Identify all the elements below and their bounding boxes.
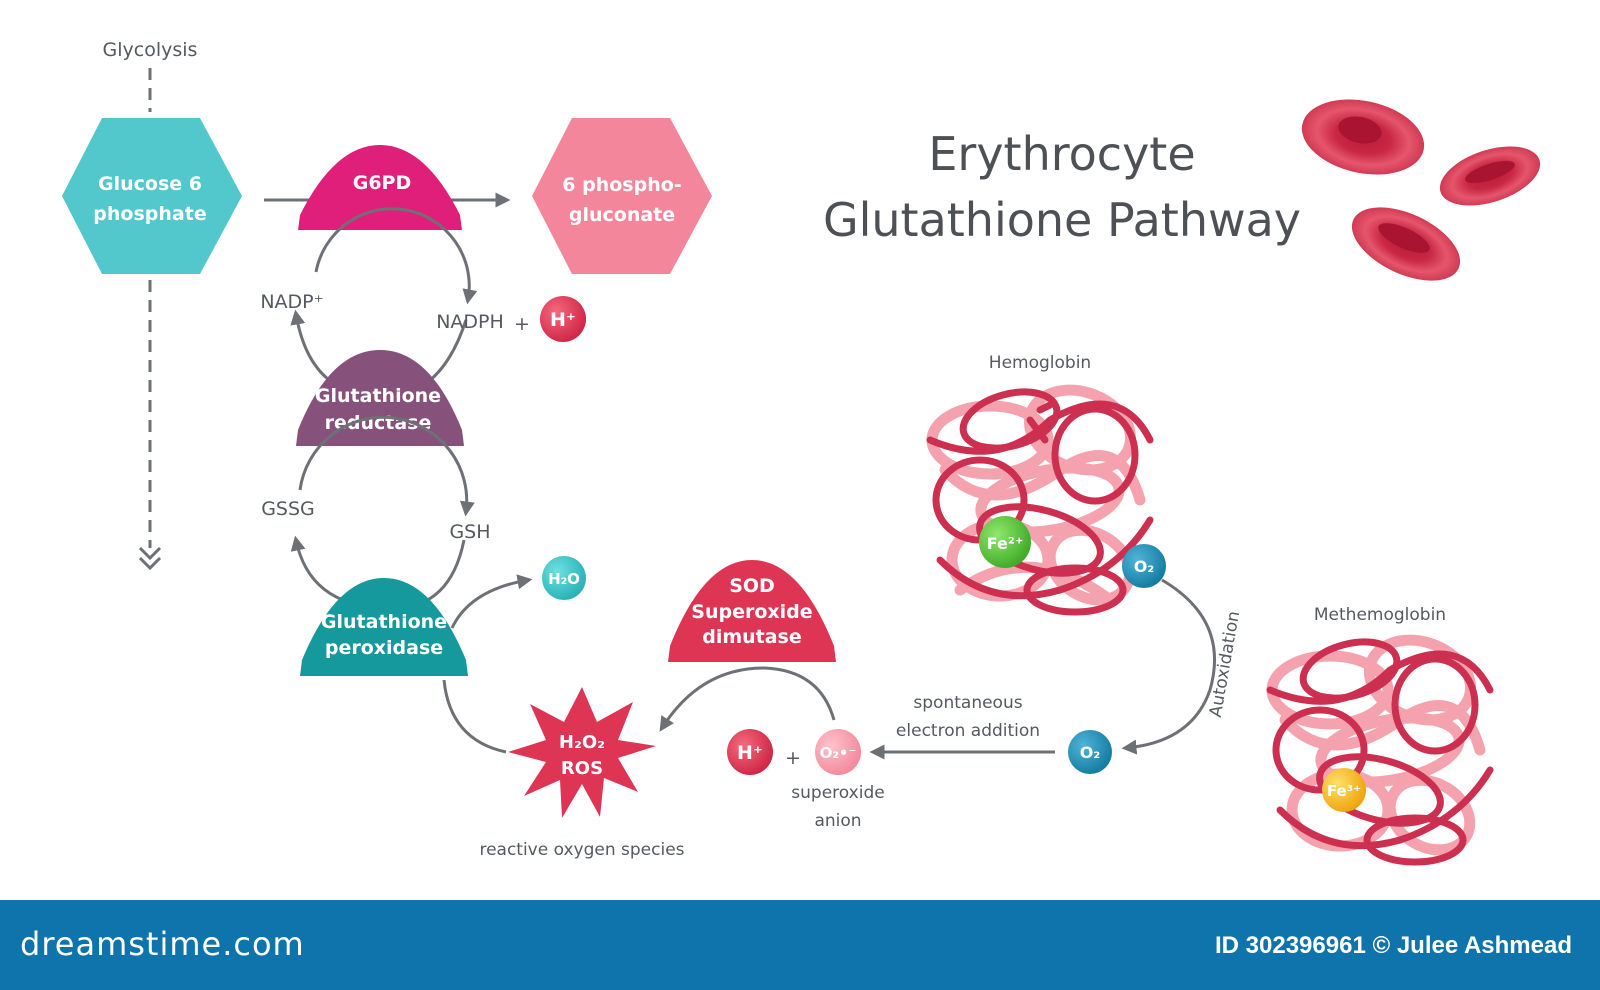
water-node — [542, 556, 586, 600]
superoxide-label: O₂•⁻ — [820, 744, 857, 762]
6-phosphogluconate-node — [532, 118, 712, 274]
superoxide-caption-2: anion — [814, 811, 861, 831]
superoxide-caption-1: superoxide — [791, 783, 884, 803]
oxygen-label-bottom: O₂ — [1080, 743, 1101, 762]
sod-label-2: Superoxide — [691, 601, 812, 623]
ros-label-2: ROS — [561, 758, 603, 779]
plus-sign: + — [514, 313, 530, 335]
gssg-label: GSSG — [261, 498, 315, 520]
to-water-arrow — [450, 574, 533, 629]
title-line-2: Glutathione Pathway — [823, 193, 1301, 247]
g6pd-label: G6PD — [353, 172, 412, 194]
glutathione-reductase-enzyme — [296, 350, 464, 446]
glutathione-reductase-label-1: Glutathione — [315, 385, 441, 407]
hydrogen-ion-label: H⁺ — [550, 309, 576, 331]
glucose-6-phosphate-node — [62, 118, 242, 274]
hydrogen-ion-label-2: H⁺ — [737, 742, 763, 764]
red-blood-cell-icon — [1439, 146, 1541, 206]
hydrogen-ion-node-2 — [727, 729, 773, 775]
red-blood-cell-icon — [1351, 207, 1461, 281]
down-chevron-icon — [138, 546, 162, 561]
glutathione-reductase-label-2: reductase — [325, 412, 432, 434]
methemoglobin-label: Methemoglobin — [1314, 605, 1446, 625]
image-credit: ID 302396961 © Julee Ashmead — [1215, 932, 1572, 959]
sod-cycle-arrow — [659, 666, 836, 732]
nadph-label: NADPH — [436, 311, 504, 333]
ros-label-1: H₂O₂ — [559, 732, 605, 753]
title-line-1: Erythrocyte — [928, 127, 1195, 181]
pathway-diagram: Erythrocyte Glutathione Pathway Glycolys… — [62, 39, 1541, 866]
hemoglobin-label: Hemoglobin — [989, 353, 1091, 373]
sod-label-3: dimutase — [702, 626, 802, 648]
ros-starburst-icon — [508, 687, 656, 818]
glutathione-peroxidase-label-2: peroxidase — [325, 637, 443, 659]
glycolysis-label: Glycolysis — [103, 39, 198, 61]
sod-enzyme — [668, 560, 836, 662]
g6pd-enzyme — [298, 145, 462, 230]
footer-bar: dreamstime.com ID 302396961 © Julee Ashm… — [0, 900, 1600, 990]
gsh-cycle-arrow-right — [298, 415, 475, 517]
ros-caption: reactive oxygen species — [479, 840, 684, 860]
iron-3-node — [1322, 768, 1366, 812]
glucose-6-phosphate-label-1: Glucose 6 — [98, 173, 202, 195]
spontaneous-label-1: spontaneous — [913, 693, 1022, 713]
water-label: H₂O — [548, 570, 580, 588]
oxygen-node-hemoglobin — [1122, 544, 1166, 588]
glutathione-peroxidase-label-1: Glutathione — [321, 611, 447, 633]
glutathione-peroxidase-enzyme — [300, 578, 468, 676]
glucose-6-phosphate-label-2: phosphate — [93, 203, 206, 225]
nadp-label: NADP⁺ — [260, 291, 323, 313]
autoxidation-arrow — [1121, 578, 1216, 755]
oxygen-node-bottom — [1068, 730, 1112, 774]
superoxide-node — [815, 729, 861, 775]
plus-sign-2: + — [785, 747, 801, 769]
nadp-cycle-arrow-right — [314, 207, 478, 305]
ros-to-peroxidase-arrow — [442, 679, 507, 754]
footer-logo[interactable]: dreamstime.com — [20, 925, 305, 963]
iron-3-label: Fe³⁺ — [1327, 782, 1361, 800]
spontaneous-label-2: electron addition — [896, 721, 1040, 741]
iron-2-node — [979, 516, 1031, 568]
hydrogen-ion-node — [540, 296, 586, 342]
autoxidation-label: Autoxidation — [1206, 609, 1244, 718]
6-phosphogluconate-label-1: 6 phospho- — [562, 174, 681, 196]
oxygen-label-hemoglobin: O₂ — [1134, 557, 1155, 576]
red-blood-cell-icon — [1301, 99, 1425, 175]
gsh-label: GSH — [449, 521, 490, 543]
down-chevron-icon — [138, 556, 162, 571]
iron-2-label: Fe²⁺ — [987, 534, 1024, 553]
sod-label-1: SOD — [729, 575, 775, 597]
methemoglobin-molecule-icon — [1266, 634, 1494, 866]
hemoglobin-molecule-icon — [926, 384, 1154, 616]
6-phosphogluconate-label-2: gluconate — [569, 204, 675, 226]
